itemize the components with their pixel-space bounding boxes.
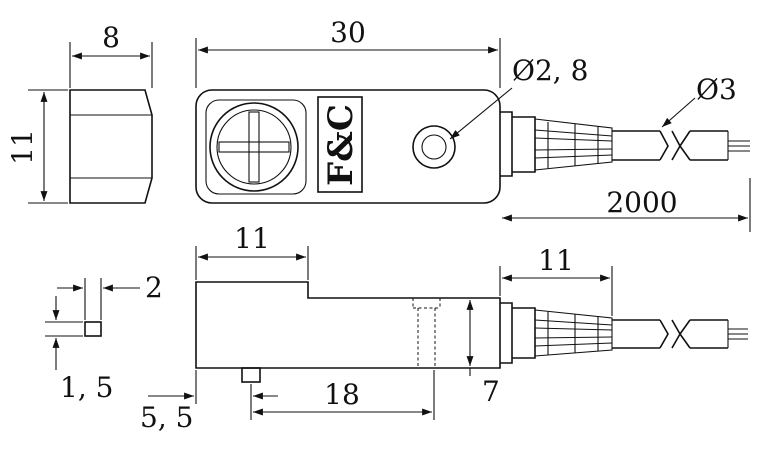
- dim-width-8: 8: [69, 21, 153, 88]
- sensing-face: [209, 102, 299, 192]
- dim-pin-height-1-5: 1, 5: [45, 296, 113, 404]
- dim-offset-5-5: 5, 5: [140, 370, 278, 434]
- dim-hole-diameter: Ø2, 8: [449, 54, 588, 140]
- dim-height-7: 7: [466, 300, 500, 408]
- dim-label-exit-11: 11: [538, 244, 574, 277]
- dim-height-11: 11: [6, 89, 68, 204]
- dim-label-2000: 2000: [606, 186, 677, 219]
- dim-pin-width-2: 2: [57, 271, 163, 320]
- dim-label-11-vertical: 11: [6, 129, 39, 165]
- dim-label-cable-diameter: Ø3: [696, 73, 737, 106]
- pin-detail: [84, 321, 102, 337]
- dim-label-hole-diameter: Ø2, 8: [512, 54, 588, 87]
- dim-label-18: 18: [324, 378, 360, 411]
- dim-cable-exit-11: 11: [499, 244, 613, 316]
- dim-cable-length-2000: 2000: [502, 178, 751, 232]
- dim-label-pin-2: 2: [145, 271, 163, 304]
- brand-box: F&C: [317, 96, 363, 193]
- end-view: [69, 89, 153, 204]
- brand-label: F&C: [321, 104, 361, 186]
- cable-side: [500, 302, 748, 364]
- mounting-hole: [412, 125, 456, 169]
- hole-section: [412, 298, 441, 368]
- dim-label-7: 7: [482, 375, 500, 408]
- dim-cable-diameter: Ø3: [661, 73, 737, 128]
- cable-top: [500, 111, 750, 177]
- side-view: [195, 281, 501, 383]
- dim-spacing-18: 18: [250, 370, 435, 420]
- top-view: F&C: [195, 89, 501, 204]
- dim-label-30: 30: [330, 16, 366, 49]
- dim-label-step-11: 11: [234, 222, 270, 255]
- dim-step-11: 11: [195, 222, 309, 280]
- dim-label-5-5: 5, 5: [140, 401, 193, 434]
- dim-label-8: 8: [102, 21, 120, 54]
- dim-length-30: 30: [195, 16, 501, 88]
- dim-label-pin-1-5: 1, 5: [60, 371, 113, 404]
